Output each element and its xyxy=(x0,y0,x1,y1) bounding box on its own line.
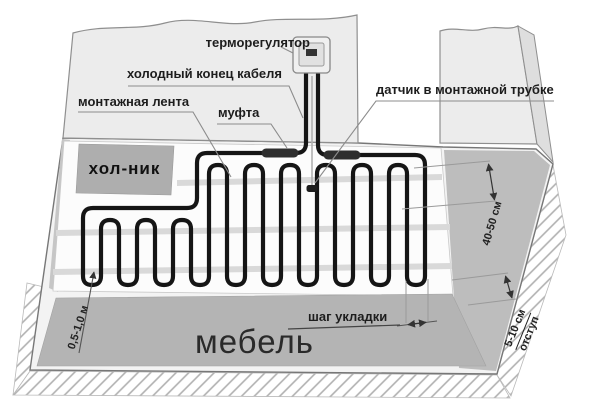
thermostat-label: терморегулятор xyxy=(205,35,310,50)
sensor-probe xyxy=(306,185,318,192)
dim-wall-offset xyxy=(451,272,517,306)
fridge-label: хол-ник xyxy=(88,159,161,178)
dim-furniture-clearance xyxy=(78,271,97,354)
leader-lines xyxy=(78,46,554,184)
cold-end-label: холодный конец кабеля xyxy=(127,66,282,81)
furniture-area xyxy=(36,293,487,367)
back-wall xyxy=(62,14,359,144)
sensor-label: датчик в монтажной трубке xyxy=(376,82,554,97)
thermostat-box xyxy=(292,36,331,74)
fridge-area xyxy=(75,143,175,196)
laying-step-label: шаг укладки xyxy=(308,309,388,324)
mounting-tape-label: монтажная лента xyxy=(78,94,190,109)
coupling-label: муфта xyxy=(218,105,260,120)
hatch-border xyxy=(12,164,567,399)
heating-cable xyxy=(80,71,428,288)
furniture-label: мебель xyxy=(195,323,314,360)
right-wall-side xyxy=(517,25,554,164)
right-offset-zone xyxy=(444,150,550,371)
dim-laying-step xyxy=(287,279,438,330)
dim-row-spacing xyxy=(401,160,498,210)
